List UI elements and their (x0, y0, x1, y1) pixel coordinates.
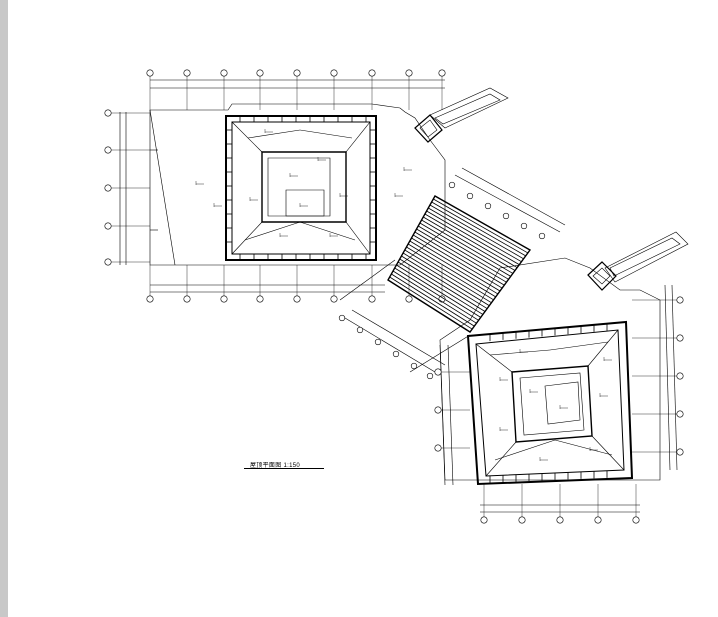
axis-bubble (676, 334, 684, 342)
right-main-wall (468, 322, 632, 484)
axis-bubble (293, 69, 301, 77)
axis-bubble (104, 109, 112, 117)
axis-bubble (405, 295, 413, 303)
left-outer-roof (150, 104, 445, 265)
axis-bubble (502, 212, 510, 220)
drawing-title: 屋顶平面图 1:150 (250, 463, 300, 469)
axis-bubble (146, 295, 154, 303)
axis-bubble (256, 295, 264, 303)
axis-bubble (330, 69, 338, 77)
axis-bubble (676, 410, 684, 418)
axis-bubble (374, 338, 382, 346)
axis-bubble (538, 232, 546, 240)
axis-bubble (104, 258, 112, 266)
axis-bubble (676, 296, 684, 304)
axis-bubble (293, 295, 301, 303)
axis-bubble (434, 368, 442, 376)
title-underline (244, 468, 324, 469)
axis-bubble (434, 406, 442, 414)
axis-bubble (438, 69, 446, 77)
axis-bubble (183, 295, 191, 303)
axis-bubble (256, 69, 264, 77)
axis-bubble (356, 326, 364, 334)
axis-bubble (405, 69, 413, 77)
axis-bubble (104, 184, 112, 192)
axis-bubble (632, 516, 640, 524)
axis-bubble (480, 516, 488, 524)
left-inner-core (262, 152, 346, 222)
left-main-wall (226, 116, 376, 260)
axis-bubble (556, 516, 564, 524)
axis-bubble (330, 295, 338, 303)
left-building (104, 69, 508, 303)
right-building (434, 232, 688, 524)
axis-bubble (426, 372, 434, 380)
viewer-edge-bar (0, 0, 8, 617)
top-axis-grid (104, 69, 446, 303)
axis-bubble (676, 448, 684, 456)
axis-bubble (368, 69, 376, 77)
axis-bubble (104, 222, 112, 230)
axis-bubble (448, 181, 456, 189)
axis-bubble (392, 350, 400, 358)
axis-bubble (518, 516, 526, 524)
axis-bubble (220, 295, 228, 303)
axis-bubble (146, 69, 154, 77)
axis-bubble (434, 444, 442, 452)
axis-bubble (104, 146, 112, 154)
axis-bubble (520, 222, 528, 230)
axis-bubble (183, 69, 191, 77)
axis-bubble (484, 202, 492, 210)
axis-bubble (676, 372, 684, 380)
axis-bubble (466, 192, 474, 200)
right-tower (588, 232, 688, 290)
axis-bubble (594, 516, 602, 524)
axis-bubble (368, 295, 376, 303)
left-tower (415, 88, 508, 142)
axis-bubble (220, 69, 228, 77)
axis-bubble (338, 314, 346, 322)
connecting-bridge (338, 168, 565, 380)
axis-bubble (410, 362, 418, 370)
